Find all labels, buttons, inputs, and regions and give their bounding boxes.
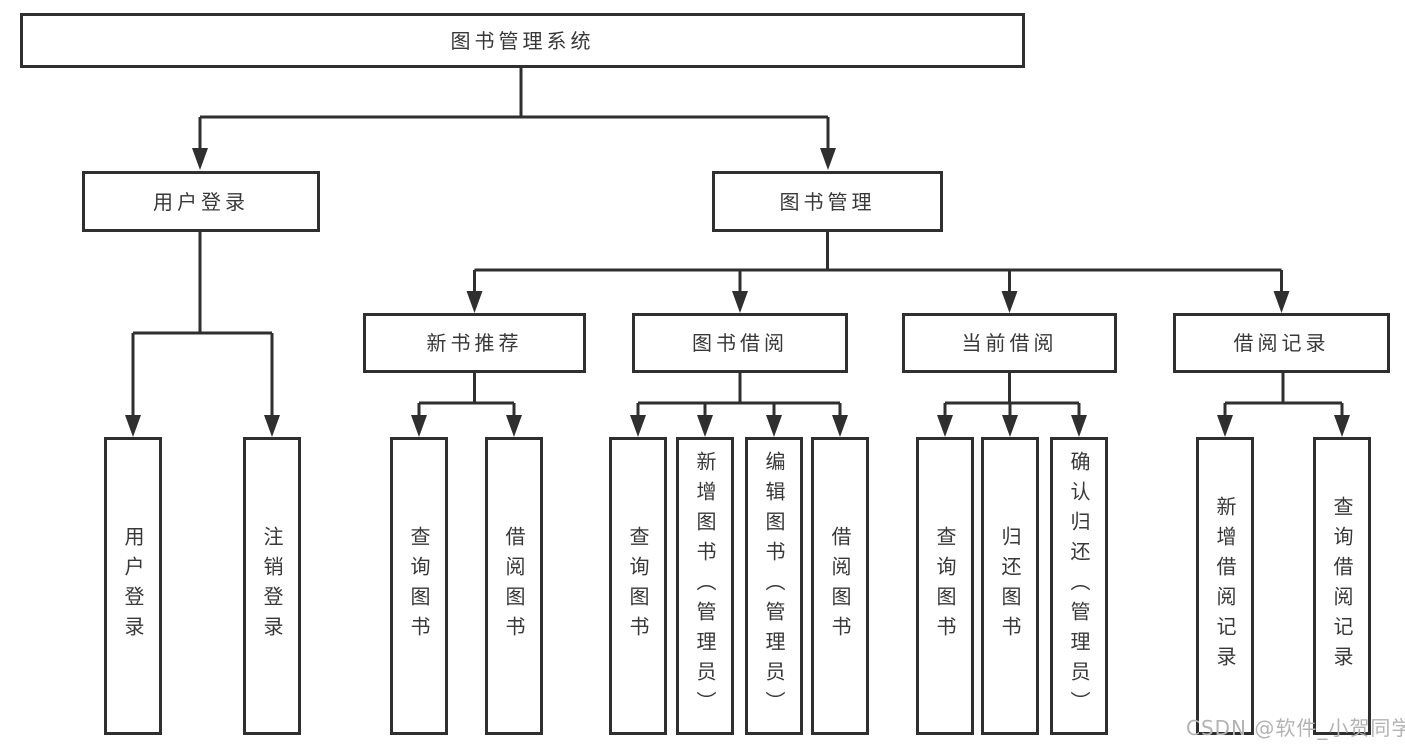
leaf-add-borrow-record: 新增借阅记录 [1196, 437, 1254, 735]
node-label: 借阅图书 [502, 526, 526, 646]
node-label: 查询借阅记录 [1330, 496, 1354, 676]
leaf-query-books-borrow: 查询图书 [609, 437, 667, 735]
node-user-login: 用户登录 [82, 171, 320, 232]
node-label: 图书管理 [779, 189, 876, 214]
node-label: 用户登录 [121, 526, 145, 646]
node-label: 确认归还（管理员） [1067, 451, 1091, 721]
node-label: 归还图书 [998, 526, 1022, 646]
arrow-head-icons [125, 148, 1350, 437]
node-label: 查询图书 [626, 526, 650, 646]
leaf-borrow-books-recommend: 借阅图书 [485, 437, 543, 735]
node-borrow-records: 借阅记录 [1173, 313, 1390, 373]
leaf-return-books: 归还图书 [981, 437, 1039, 735]
node-label: 图书管理系统 [450, 28, 595, 53]
node-label: 当前借阅 [961, 331, 1058, 355]
leaf-confirm-return-admin: 确认归还（管理员） [1050, 437, 1108, 735]
leaf-borrow-books: 借阅图书 [811, 437, 869, 735]
watermark: CSDN @软件_小贺同学 [1186, 716, 1405, 740]
leaf-query-books-recommend: 查询图书 [390, 437, 448, 735]
node-label: 借阅图书 [828, 526, 852, 646]
leaf-edit-books-admin: 编辑图书（管理员） [745, 437, 803, 735]
node-current-borrow: 当前借阅 [902, 313, 1117, 373]
node-label: 新增图书（管理员） [693, 451, 717, 721]
node-book-management: 图书管理 [712, 171, 943, 232]
node-label: 借阅记录 [1233, 331, 1330, 355]
leaf-query-borrow-record: 查询借阅记录 [1313, 437, 1371, 735]
leaf-query-books-current: 查询图书 [916, 437, 974, 735]
node-label: 图书借阅 [692, 331, 788, 355]
node-label: 新增借阅记录 [1213, 496, 1237, 676]
leaf-user-login: 用户登录 [104, 437, 162, 735]
leaf-logout: 注销登录 [243, 437, 301, 735]
node-label: 查询图书 [407, 526, 431, 646]
node-label: 新书推荐 [426, 331, 523, 355]
node-new-book-recommend: 新书推荐 [363, 313, 586, 373]
node-label: 编辑图书（管理员） [762, 451, 786, 721]
node-label: 用户登录 [153, 189, 249, 214]
node-label: 注销登录 [260, 526, 284, 646]
leaf-add-books-admin: 新增图书（管理员） [676, 437, 734, 735]
node-system-root: 图书管理系统 [20, 13, 1025, 68]
node-label: 查询图书 [933, 526, 957, 646]
node-book-borrow: 图书借阅 [632, 313, 848, 373]
